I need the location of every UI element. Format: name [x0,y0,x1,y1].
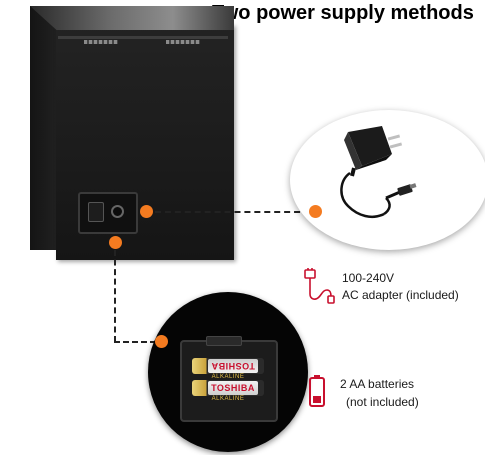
battery-brand-label: TOSHIBA [208,381,258,395]
battery-type-label: ALKALINE [211,396,245,402]
connector-line-adapter [155,211,310,213]
page-title: Two power supply methods [212,2,474,24]
lid-hinge-right [166,40,200,44]
battery-note-text: (not included) [346,395,419,409]
adapter-inset [290,110,485,250]
callout-dot-battery-inset [155,335,168,348]
battery-cover-latch [206,336,242,346]
battery-low-icon [309,375,325,407]
power-plug-icon [304,268,335,304]
callout-dot-adapter [140,205,153,218]
adapter-voltage-text: 100-240V [342,271,395,285]
power-switch-icon [88,202,104,222]
box-lid-top [30,6,234,30]
adapter-description-text: AC adapter (included) [342,288,459,302]
callout-dot-battery [109,236,122,249]
lid-hinge-left [84,40,118,44]
aa-battery-bottom: TOSHIBA [192,380,264,396]
connector-line-battery-horizontal [114,341,156,343]
battery-type-label: ALKALINE [211,374,245,380]
aa-battery-top: TOSHIBA [192,358,264,374]
ac-adapter-illustration [340,126,417,218]
lid-seam [58,36,228,39]
connector-line-battery-vertical [114,250,116,342]
dc-jack-icon [111,205,124,218]
battery-brand-label: TOSHIBA [208,359,258,373]
power-socket-panel [78,192,138,234]
callout-dot-adapter-inset [309,205,322,218]
battery-count-text: 2 AA batteries [340,377,415,391]
